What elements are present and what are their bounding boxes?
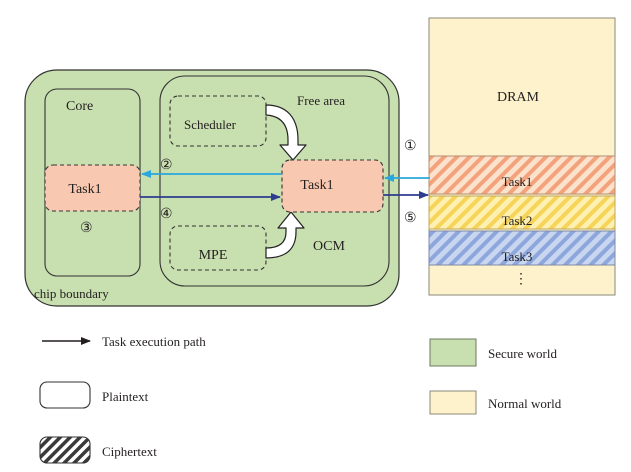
mpe-protect-arrow (265, 211, 305, 259)
dram-task1-label: Task1 (502, 174, 533, 189)
scheduler-box: Scheduler (169, 95, 267, 147)
ocm-task1-box: Task1 (281, 159, 384, 213)
ocm-label: OCM (313, 239, 345, 254)
step-5-marker: ⑤ (404, 211, 417, 226)
legend-ciphertext-swatch (39, 436, 91, 464)
free-area-label: Free area (297, 93, 345, 108)
mpe-label: MPE (199, 248, 228, 263)
dram-task2-block: Task2 (428, 195, 616, 230)
legend-normal-world-label: Normal world (488, 396, 562, 411)
step-4-marker: ④ (160, 207, 173, 222)
core-label: Core (66, 99, 93, 114)
step-2-marker: ② (160, 158, 173, 173)
legend: Task execution path Plaintext Ciphertext… (39, 334, 562, 464)
dram-ellipsis: ⋮ (514, 272, 528, 287)
step-1-marker: ① (404, 139, 417, 154)
legend-plaintext-label: Plaintext (102, 389, 149, 404)
legend-normal-world-swatch (429, 390, 477, 415)
step-3-marker: ③ (80, 221, 93, 236)
dram-task3-block: Task3 (428, 230, 616, 266)
scheduler-dispatch-arrow (265, 104, 307, 161)
legend-secure-world-label: Secure world (488, 346, 557, 361)
mpe-box: MPE (169, 225, 267, 271)
scheduler-label: Scheduler (184, 117, 237, 132)
dram-task1-block: Task1 (428, 155, 616, 195)
ocm-task1-label: Task1 (300, 178, 333, 193)
legend-secure-world-swatch (429, 338, 477, 367)
legend-ciphertext-label: Ciphertext (102, 444, 157, 459)
dram-task3-label: Task3 (502, 249, 533, 264)
core-task1-box: Task1 (44, 164, 141, 212)
core-task1-label: Task1 (68, 182, 101, 197)
chip-boundary-label: chip boundary (34, 286, 109, 301)
dram-task2-label: Task2 (502, 213, 533, 228)
dram-label: DRAM (497, 90, 540, 105)
legend-execution-path-label: Task execution path (102, 334, 206, 349)
legend-plaintext-swatch (39, 381, 91, 409)
